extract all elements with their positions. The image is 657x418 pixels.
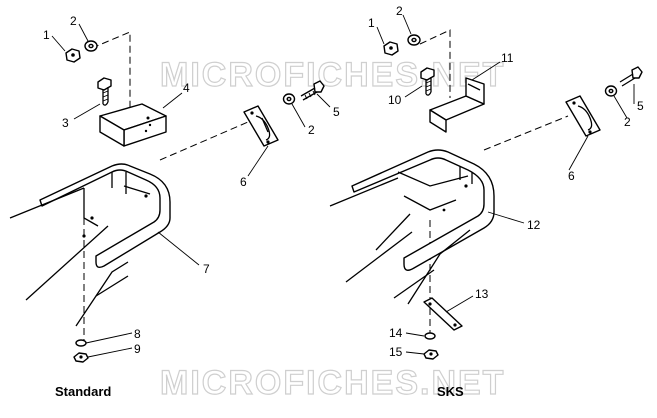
lock-washer-part-8 <box>75 339 87 347</box>
bracket-part-11 <box>429 77 485 133</box>
washer-part-2 <box>84 40 98 52</box>
callout-10: 10 <box>388 93 402 107</box>
washer-part-14 <box>424 332 436 340</box>
callout-2-hitch: 2 <box>308 123 315 137</box>
bolt-part-10 <box>420 67 435 96</box>
bracket-part-4 <box>99 103 167 147</box>
callout-5: 5 <box>333 105 340 119</box>
callout-5-sks: 5 <box>637 99 644 113</box>
assembly-line-nut-to-bracket <box>91 31 131 112</box>
assembly-line-hitch <box>159 121 249 161</box>
nut-part-1 <box>65 48 81 63</box>
skid-bracket-part-13 <box>423 297 463 331</box>
callout-15: 15 <box>389 345 403 359</box>
caption-standard: Standard <box>55 384 111 399</box>
bumper-part-7 <box>39 163 171 269</box>
washer-part-2-right <box>282 93 296 105</box>
callout-8: 8 <box>134 327 141 341</box>
callout-2: 2 <box>70 14 77 28</box>
assembly-line-hitch-sks <box>483 115 569 151</box>
callout-7: 7 <box>203 262 210 276</box>
callout-14: 14 <box>389 326 403 340</box>
nut-part-15 <box>423 349 439 360</box>
watermark-bottom: MICROFICHES.NET <box>160 364 505 402</box>
nut-part-9 <box>73 352 89 363</box>
callout-6: 6 <box>240 175 247 189</box>
bolt-part-3 <box>97 77 112 106</box>
sks-assembly: 1 2 11 10 5 2 6 12 13 14 15 SKS <box>329 4 644 399</box>
chassis-outline-sks <box>329 177 471 305</box>
callout-1: 1 <box>43 28 50 42</box>
callout-6-sks: 6 <box>568 169 575 183</box>
callout-13: 13 <box>475 287 489 301</box>
watermark-top: MICROFICHES.NET <box>160 56 505 94</box>
bumper-part-12 <box>351 149 495 271</box>
chassis-outline-standard <box>9 187 129 327</box>
bolt-part-5-sks <box>619 66 643 87</box>
standard-assembly: 1 2 3 4 5 2 6 7 8 9 Standard <box>9 14 340 399</box>
washer-part-2-right-sks <box>604 85 618 97</box>
callout-11: 11 <box>501 51 514 65</box>
hitch-plate-part-6 <box>243 105 279 147</box>
assembly-line-nut-to-bracket-sks <box>419 29 451 98</box>
nut-part-1-sks <box>383 41 399 56</box>
callout-9: 9 <box>134 342 141 356</box>
hitch-plate-part-6-sks <box>565 95 601 137</box>
callout-4: 4 <box>183 81 190 95</box>
callout-2-hitch-sks: 2 <box>624 115 631 129</box>
caption-sks: SKS <box>437 384 464 399</box>
washer-part-2-sks <box>407 34 421 46</box>
callout-2-sks: 2 <box>396 4 403 18</box>
callout-1-sks: 1 <box>368 16 375 30</box>
callout-12: 12 <box>527 218 541 232</box>
bolt-part-5 <box>300 80 325 101</box>
callout-3: 3 <box>62 116 69 130</box>
